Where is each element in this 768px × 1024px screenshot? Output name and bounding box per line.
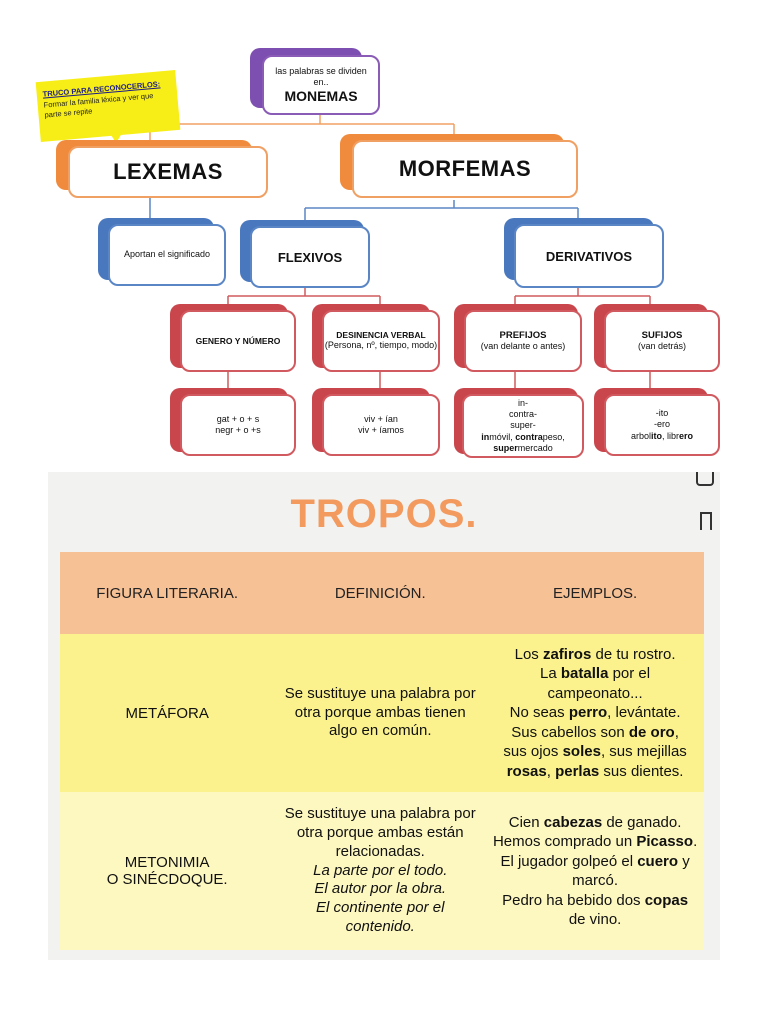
genero-example: gat + o + s [216, 413, 260, 424]
truco-arrow-icon [105, 125, 127, 143]
prefijos-label: PREFIJOS [499, 329, 547, 341]
header-ejemplos: EJEMPLOS. [486, 552, 704, 634]
flexivos-label: FLEXIVOS [277, 249, 343, 265]
desinencia-verbal-sub: (Persona, nº, tiempo, modo) [324, 340, 438, 351]
table-row-metonimia: METONIMIA O SINÉCDOQUE. Se sustituye una… [60, 792, 704, 950]
desinencia-example: viv + íamos [358, 425, 404, 435]
sufijos-label: SUFIJOS [641, 329, 683, 341]
monemas-intro-1: las palabras se dividen [275, 65, 367, 76]
lexemas-label: LEXEMAS [113, 159, 223, 184]
prefijos-sub: (van delante o antes) [480, 341, 566, 352]
prefijo-example: super- [510, 420, 536, 431]
metonimia-examples: Cien cabezas de ganado. Hemos comprado u… [486, 792, 704, 950]
metafora-name: METÁFORA [60, 634, 275, 792]
morphology-diagram: las palabras se dividen en.. MONEMAS TRU… [0, 0, 768, 460]
prefijo-example-words: inmóvil, contrapeso, [481, 431, 565, 442]
sufijo-example: -ito [655, 408, 669, 419]
bookmark-icon[interactable] [700, 512, 712, 531]
prefijo-example-word: supermercado [493, 442, 553, 453]
prefijos-examples-node: in- contra- super- inmóvil, contrapeso, … [462, 394, 584, 458]
morfemas-node: MORFEMAS [352, 140, 578, 198]
prefijos-node: PREFIJOS (van delante o antes) [464, 310, 582, 372]
tropos-section: TROPOS. FIGURA LITERARIA. DEFINICIÓN. EJ… [48, 472, 720, 960]
metonimia-name: METONIMIA O SINÉCDOQUE. [60, 792, 275, 950]
metafora-definition: Se sustituye una palabra por otra porque… [274, 634, 487, 792]
desinencia-verbal-node: DESINENCIA VERBAL (Persona, nº, tiempo, … [322, 310, 440, 372]
sufijos-examples-node: -ito -ero arbolito, librero [604, 394, 720, 456]
header-figura: FIGURA LITERARIA. [60, 552, 275, 634]
table-header-row: FIGURA LITERARIA. DEFINICIÓN. EJEMPLOS. [60, 552, 704, 634]
flexivos-node: FLEXIVOS [250, 226, 370, 288]
genero-example: negr + o +s [215, 425, 261, 435]
genero-examples-node: gat + o + s negr + o +s [180, 394, 296, 456]
metafora-examples: Los zafiros de tu rostro. La batalla por… [486, 634, 704, 792]
header-definicion: DEFINICIÓN. [274, 552, 487, 634]
desinencia-examples-node: viv + ían viv + íamos [322, 394, 440, 456]
sufijo-example-words: arbolito, librero [630, 430, 694, 441]
table-row-metafora: METÁFORA Se sustituye una palabra por ot… [60, 634, 704, 792]
morfemas-label: MORFEMAS [398, 156, 532, 181]
sufijo-example: -ero [653, 419, 670, 430]
tropos-title: TROPOS. [290, 492, 478, 536]
aportan-significado-node: Aportan el significado [108, 224, 226, 286]
genero-numero-node: GENERO Y NÚMERO [180, 310, 296, 372]
monemas-title: MONEMAS [284, 88, 358, 105]
prefijo-example: contra- [508, 409, 537, 420]
desinencia-example: viv + ían [364, 413, 398, 424]
sufijos-sub: (van detrás) [637, 341, 687, 352]
connector-lines [149, 110, 651, 392]
sufijos-node: SUFIJOS (van detrás) [604, 310, 720, 372]
prefijo-example: in- [517, 397, 528, 408]
tropos-table: FIGURA LITERARIA. DEFINICIÓN. EJEMPLOS. … [60, 552, 704, 950]
monemas-intro-2: en.. [313, 77, 329, 87]
metonimia-definition: Se sustituye una palabra por otra porque… [274, 792, 487, 950]
lexemas-node: LEXEMAS [68, 146, 268, 198]
derivativos-label: DERIVATIVOS [545, 248, 633, 264]
derivativos-node: DERIVATIVOS [514, 224, 664, 288]
download-icon[interactable] [696, 472, 714, 486]
desinencia-verbal-label: DESINENCIA VERBAL [336, 330, 426, 341]
aportan-significado-label: Aportan el significado [123, 249, 211, 260]
monemas-node: las palabras se dividen en.. MONEMAS [262, 55, 380, 115]
genero-numero-label: GENERO Y NÚMERO [195, 335, 281, 346]
